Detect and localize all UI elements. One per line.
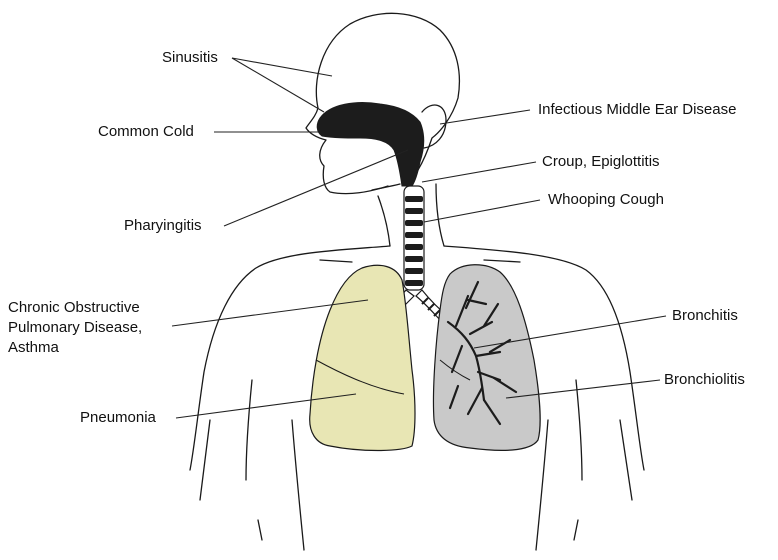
label-copd-line-2: Pulmonary Disease, — [8, 318, 208, 338]
arm-line-left — [246, 380, 252, 480]
trachea — [404, 186, 424, 290]
clavicle-left — [320, 260, 352, 262]
arm-line-right — [576, 380, 582, 480]
head-outline — [306, 13, 459, 193]
label-pneumonia: Pneumonia — [80, 408, 156, 428]
label-whooping-cough: Whooping Cough — [548, 190, 664, 210]
right-lung — [433, 265, 540, 451]
label-bronchitis: Bronchitis — [672, 306, 738, 326]
label-copd-line-3: Asthma — [8, 338, 208, 358]
clavicle-right — [484, 260, 520, 262]
label-croup: Croup, Epiglottitis — [542, 152, 660, 172]
chin-line — [372, 184, 400, 190]
arm-line-right-2 — [620, 420, 632, 500]
label-copd: Chronic Obstructive Pulmonary Disease, A… — [8, 298, 208, 358]
upper-airway — [317, 103, 424, 186]
arm-line-left-2 — [200, 420, 210, 500]
label-pharyngitis: Pharyingitis — [124, 216, 202, 236]
ear-outline — [422, 105, 446, 148]
torso-side-left — [292, 420, 304, 550]
label-bronchiolitis: Bronchiolitis — [664, 370, 745, 390]
rib-mark-right — [574, 520, 578, 540]
rib-mark-left — [258, 520, 262, 540]
leader-whooping — [424, 200, 540, 222]
label-copd-line-1: Chronic Obstructive — [8, 298, 208, 318]
leader-middle-ear — [440, 110, 530, 124]
leader-croup — [422, 162, 536, 182]
label-sinusitis: Sinusitis — [162, 48, 218, 68]
left-lung — [310, 265, 415, 450]
label-middle-ear: Infectious Middle Ear Disease — [538, 100, 736, 120]
label-common-cold: Common Cold — [98, 122, 194, 142]
